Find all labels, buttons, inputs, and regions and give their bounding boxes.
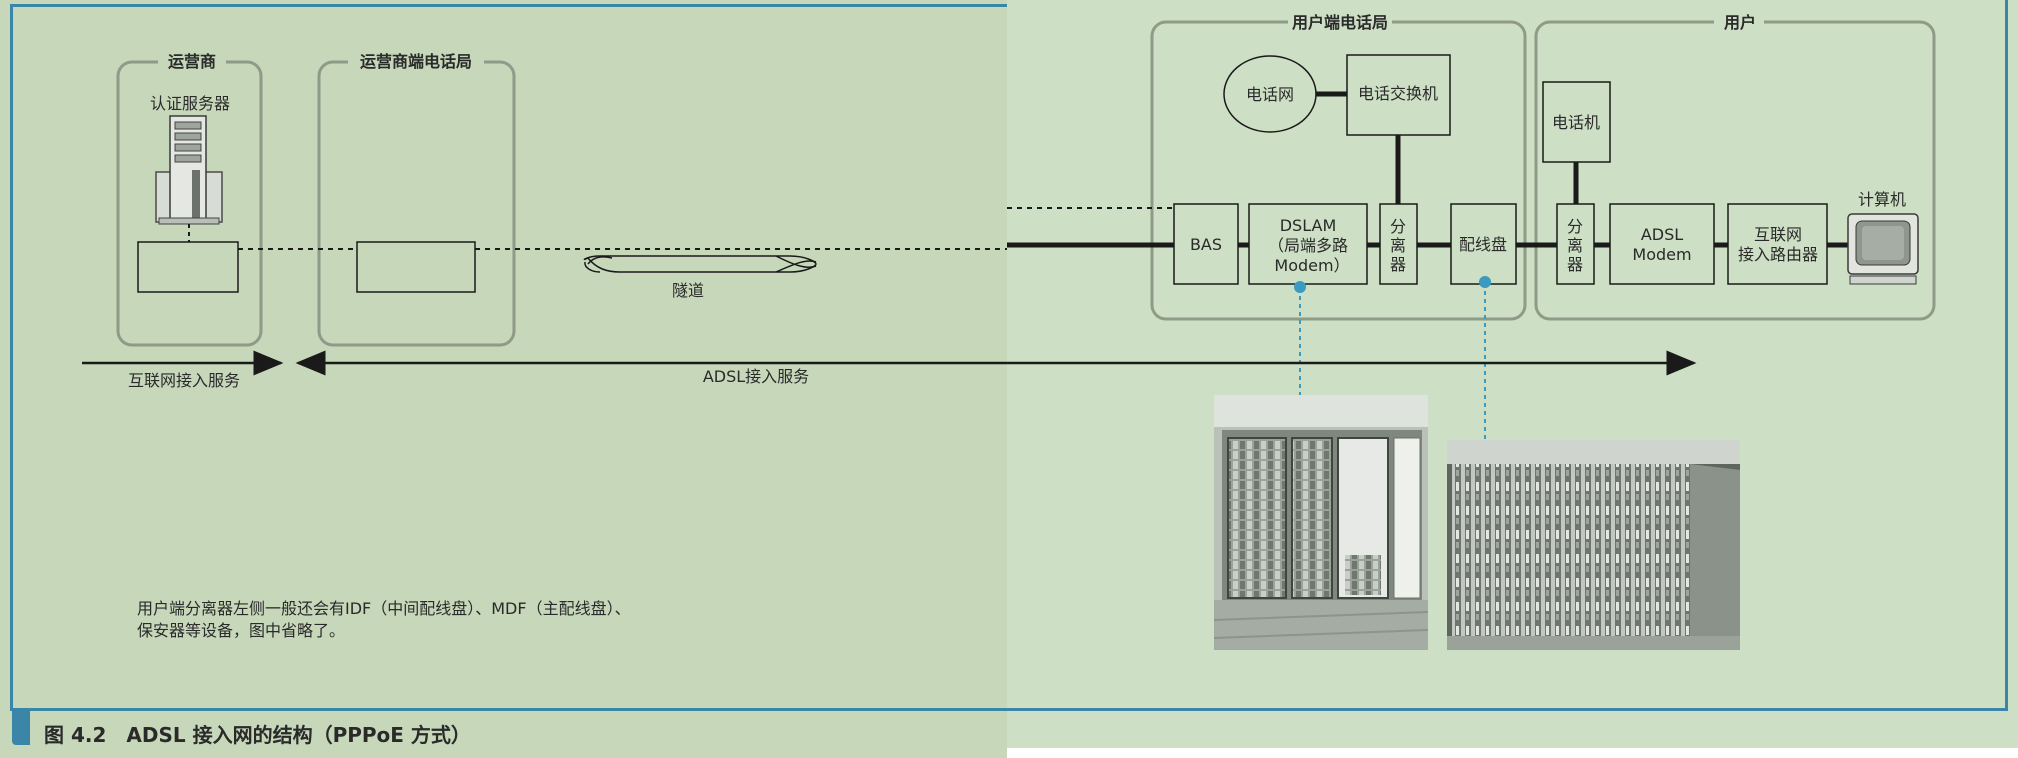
office-splitter (1379, 203, 1418, 285)
user-splitter-label: 分离器 (1567, 217, 1583, 274)
adsl-modem-label-2: Modem (1632, 245, 1691, 264)
group-operator-office-title: 运营商端电话局 (360, 52, 472, 71)
adsl-modem-label-1: ADSL (1641, 225, 1683, 244)
bas (1173, 203, 1239, 285)
internet-access-service-label: 互联网接入服务 (128, 371, 240, 390)
group-user-title: 用户 (1724, 13, 1756, 32)
frame-border-right (2005, 0, 2008, 711)
telephone (1542, 81, 1611, 163)
mdf (1450, 203, 1517, 285)
user-splitter (1556, 203, 1595, 285)
group-operator-title: 运营商 (168, 52, 216, 71)
phone-switch (1346, 54, 1451, 136)
frame-border-bottom (10, 708, 2008, 711)
adsl-access-service-label: ADSL接入服务 (703, 367, 809, 386)
group-user: 用户 (1534, 10, 1936, 321)
group-user-office: 用户端电话局 (1150, 10, 1527, 321)
access-router (1727, 203, 1828, 285)
tunnel-label: 隧道 (672, 281, 704, 300)
dslam-label-3: Modem） (1274, 256, 1349, 275)
auth-server: 认证服务器 (137, 94, 239, 293)
server-icon (155, 115, 223, 225)
footnote: 用户端分离器左侧一般还会有IDF（中间配线盘）、MDF（主配线盘）、 保安器等设… (137, 598, 631, 642)
footnote-line-1: 用户端分离器左侧一般还会有IDF（中间配线盘）、MDF（主配线盘）、 (137, 599, 631, 618)
operator-office-endpoint-box (356, 241, 476, 293)
office-splitter-label: 分离器 (1390, 217, 1406, 274)
dslam-label-2: （局端多路 (1268, 236, 1348, 255)
background-left (0, 0, 1007, 758)
mdf-photo (1447, 440, 1740, 650)
access-router-label-1: 互联网 (1754, 225, 1802, 244)
figure-caption: 图 4.2 ADSL 接入网的结构（PPPoE 方式） (44, 723, 471, 747)
access-router-label-2: 接入路由器 (1738, 245, 1818, 264)
frame-border-left (10, 4, 13, 710)
adsl-modem (1609, 203, 1715, 285)
footnote-line-2: 保安器等设备，图中省略了。 (137, 621, 346, 640)
computer-label: 计算机 (1858, 190, 1906, 209)
dslam (1248, 203, 1368, 285)
group-operator-office: 运营商端电话局 (317, 50, 516, 347)
group-user-office-title: 用户端电话局 (1292, 13, 1388, 32)
frame-border-top (10, 4, 1007, 7)
telephone-label: 电话机 (1552, 113, 1600, 132)
phone-switch-label: 电话交换机 (1358, 84, 1438, 103)
dslam-photo (1213, 395, 1429, 650)
auth-server-label: 认证服务器 (150, 94, 230, 113)
group-operator: 运营商 (116, 50, 263, 347)
computer-icon (1847, 213, 1919, 285)
operator-endpoint-box (137, 241, 239, 293)
phone-network-label: 电话网 (1246, 85, 1294, 104)
tunnel-icon (583, 255, 817, 273)
dslam-label-1: DSLAM (1280, 216, 1337, 235)
caption-tab-marker (12, 711, 30, 745)
bas-label: BAS (1190, 235, 1222, 254)
mdf-label: 配线盘 (1459, 235, 1507, 254)
